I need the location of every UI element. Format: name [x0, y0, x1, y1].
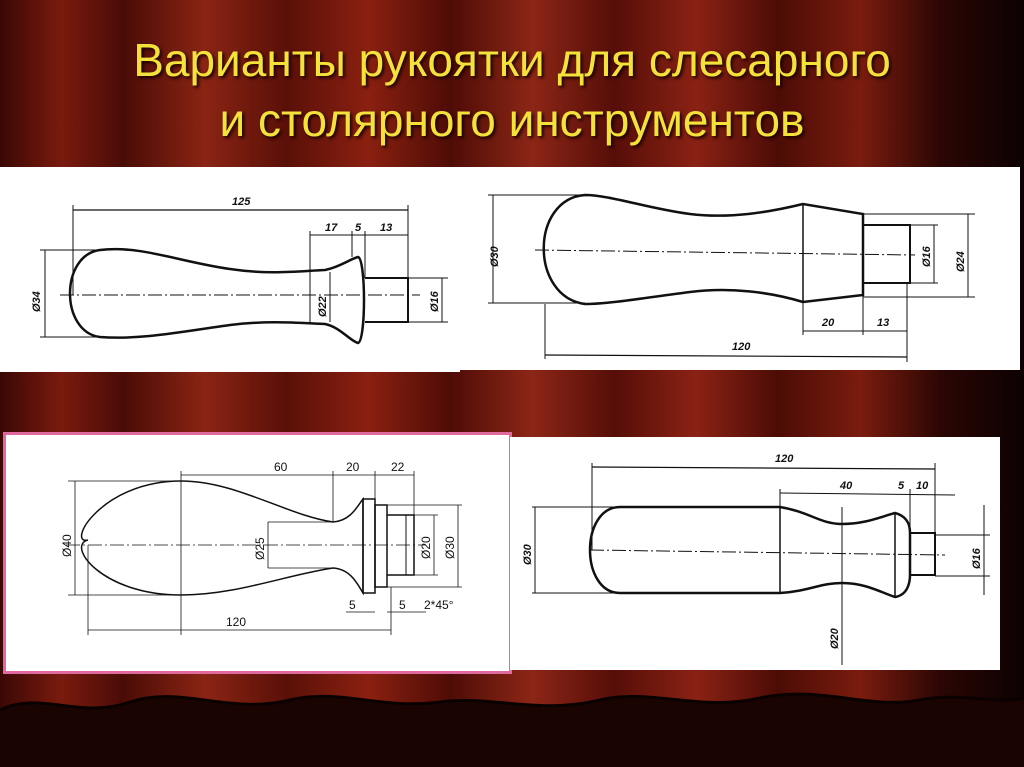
dim-dia-ring: Ø30: [443, 536, 457, 559]
drawing-handle-2: Ø30 Ø16 Ø24 20 13 120: [460, 167, 1020, 370]
dim-overall: 125: [232, 196, 251, 208]
drawing-handle-1: 125 17 5 13 Ø34 Ø22 Ø16: [0, 167, 460, 372]
dim-dia-body: Ø40: [60, 534, 74, 557]
slide-title: Варианты рукоятки для слесарного и столя…: [0, 30, 1024, 150]
dim-dia-pin: Ø16: [921, 245, 933, 267]
title-line-1: Варианты рукоятки для слесарного: [133, 34, 891, 86]
dim-overall: 120: [775, 453, 794, 465]
dim-dia-pin: Ø16: [971, 547, 983, 569]
dim-2: 20: [346, 460, 360, 474]
dim-3: 13: [380, 222, 392, 234]
dim-2: 13: [877, 317, 889, 329]
dim-1: 40: [839, 480, 853, 492]
dim-dia-body: Ø34: [31, 291, 43, 312]
drawing-handle-4: 120 40 5 10 Ø30 Ø20 Ø16: [510, 437, 1000, 670]
dim-3: 10: [916, 480, 929, 492]
dim-dia-body: Ø30: [522, 543, 534, 565]
dim-dia-pin: Ø16: [429, 290, 441, 312]
drawing-handle-3: 60 20 22 Ø40 Ø25 Ø20 Ø30 5 5 2*45° 120: [3, 432, 512, 674]
dim-1: 60: [274, 460, 288, 474]
dim-1: 17: [325, 222, 338, 234]
dim-1: 20: [821, 317, 835, 329]
title-line-2: и столярного инструментов: [219, 94, 805, 146]
dim-2: 5: [898, 480, 905, 492]
dim-chamfer: 2*45°: [424, 598, 454, 612]
dim-dia-neck: Ø25: [253, 537, 267, 560]
dim-4: 5: [349, 598, 356, 612]
dim-5: 5: [399, 598, 406, 612]
dim-3: 22: [391, 460, 405, 474]
dim-dia-pin: Ø20: [419, 536, 433, 559]
dim-2: 5: [355, 222, 362, 234]
dim-dia-body: Ø30: [489, 245, 501, 267]
dim-dia-neck: Ø20: [829, 627, 841, 649]
curtain-valance: [0, 692, 1024, 767]
dim-dia-collar: Ø24: [955, 251, 967, 272]
dim-dia-neck: Ø22: [317, 296, 329, 317]
dim-overall: 120: [226, 615, 246, 629]
dim-overall: 120: [732, 341, 751, 353]
